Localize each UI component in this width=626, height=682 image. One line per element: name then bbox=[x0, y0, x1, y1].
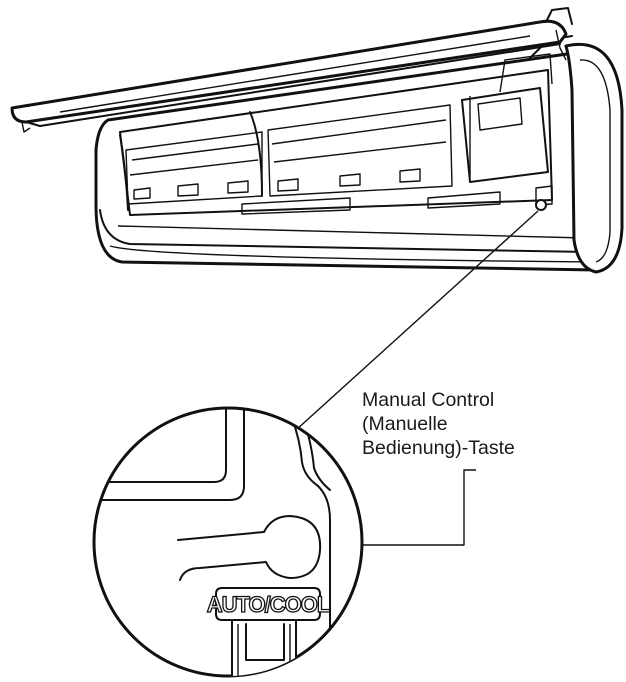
callout-line-2: (Manuelle bbox=[362, 413, 448, 435]
indoor-unit bbox=[10, 7, 624, 274]
magnified-detail: AUTO/COOL bbox=[92, 406, 364, 678]
callout-line-1: Manual Control bbox=[362, 389, 495, 411]
manual-control-callout: Manual Control (Manuelle Bedienung)-Tast… bbox=[362, 388, 515, 460]
callout-line-3: Bedienung)-Taste bbox=[362, 437, 515, 459]
auto-cool-button-label: AUTO/COOL bbox=[207, 592, 330, 617]
leader-lines bbox=[295, 210, 539, 546]
